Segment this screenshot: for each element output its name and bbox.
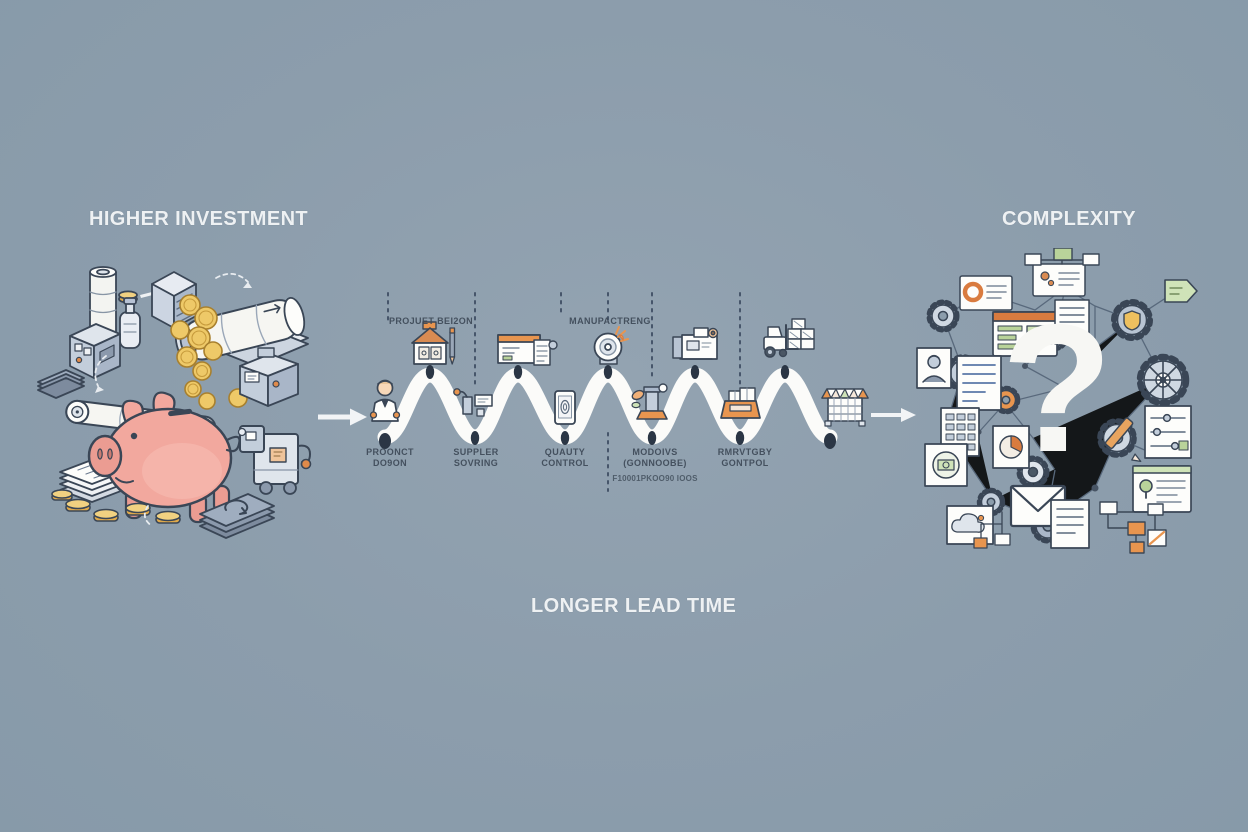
- stage-label-2: SUPPLER SOVRING: [453, 447, 499, 468]
- dashed-arrow-icon: [94, 272, 249, 527]
- pie-chart-doc-icon: [992, 425, 1030, 469]
- browser-chart-window-icon: [959, 275, 1013, 311]
- cnc-machine-icon: [672, 327, 719, 360]
- sheet-stack-refresh-icon: [199, 493, 275, 539]
- printer-machine-icon: [239, 347, 299, 407]
- stage-label-5: RMRVTGBY GONTPOL: [717, 447, 773, 468]
- cloud-frame-icon: [946, 505, 994, 545]
- title-longer-lead-time: LONGER LEAD TIME: [531, 595, 737, 617]
- timeline-nodes: [379, 365, 836, 449]
- question-mark: ?: [1001, 286, 1112, 490]
- storefront-shelf-icon: [821, 388, 869, 427]
- falling-coins-icon: [170, 294, 223, 410]
- arrow-right-icon: [871, 408, 916, 422]
- machine-box-icon: [69, 323, 121, 379]
- package-box-icon: [720, 387, 761, 419]
- complexity-illustration: ?: [916, 248, 1198, 554]
- title-complexity: COMPLEXITY: [1002, 208, 1137, 230]
- ground-coins-icon: [51, 489, 181, 524]
- dark-sheets-icon: [37, 369, 85, 399]
- shield-gear-icon: [1111, 299, 1153, 341]
- stage-top-label: MANUPACTRENG: [569, 316, 651, 326]
- calculator-grid-icon: [940, 407, 980, 457]
- piggy-bank-icon: [87, 391, 241, 524]
- flowchart-nodes-icon: [1099, 501, 1167, 554]
- flowchart-nodes-icon: [1024, 248, 1100, 266]
- document-icon: [956, 355, 1002, 411]
- worker-person-icon: [369, 379, 401, 422]
- process-timeline: [369, 292, 869, 492]
- investment-illustration: [37, 266, 312, 539]
- sliders-panel-icon: [1144, 405, 1192, 459]
- compass-gear-icon: [1136, 353, 1190, 407]
- title-higher-investment: HIGHER INVESTMENT: [89, 208, 309, 230]
- robot-arm-icon: [453, 388, 493, 417]
- green-arrow-icon: [1164, 279, 1198, 303]
- stage-label-3: QUAUTY CONTROL: [541, 447, 589, 468]
- circular-saw-icon: [593, 326, 629, 365]
- money-circle-icon: [924, 443, 968, 487]
- browser-checklist-icon: [497, 334, 558, 366]
- icon-window-icon: [1032, 263, 1086, 297]
- phone-fingerprint-icon: [554, 390, 576, 425]
- gear-icon: [926, 299, 960, 333]
- bottle-icon: [119, 297, 141, 349]
- stage-label-1: PROONCT DO9ON: [366, 447, 414, 468]
- arrow-left-icon: [318, 408, 367, 426]
- timeline-path: [377, 367, 838, 445]
- stage-separator-lines: [387, 292, 741, 492]
- dashed-arrowheads: [95, 282, 252, 393]
- location-doc-icon: [1132, 465, 1192, 513]
- stage-top-label: PROJUET BEI2ON: [388, 316, 474, 326]
- design-house-pencil-icon: [411, 321, 456, 365]
- browser-table-window-icon: [992, 311, 1058, 357]
- robot-machine-icon: [237, 425, 312, 495]
- pencil-gear-icon: [1097, 417, 1142, 463]
- document-icon: [1050, 499, 1090, 549]
- document-icon: [1054, 299, 1090, 345]
- flowchart-nodes-icon: [973, 511, 1011, 549]
- stage-label-4: MODOIVS (GONNOOBE) F10001PKOO90 IOOS: [612, 447, 698, 483]
- forklift-boxes-icon: [763, 318, 815, 358]
- person-frame-icon: [916, 347, 952, 389]
- grinder-machine-icon: [631, 383, 668, 420]
